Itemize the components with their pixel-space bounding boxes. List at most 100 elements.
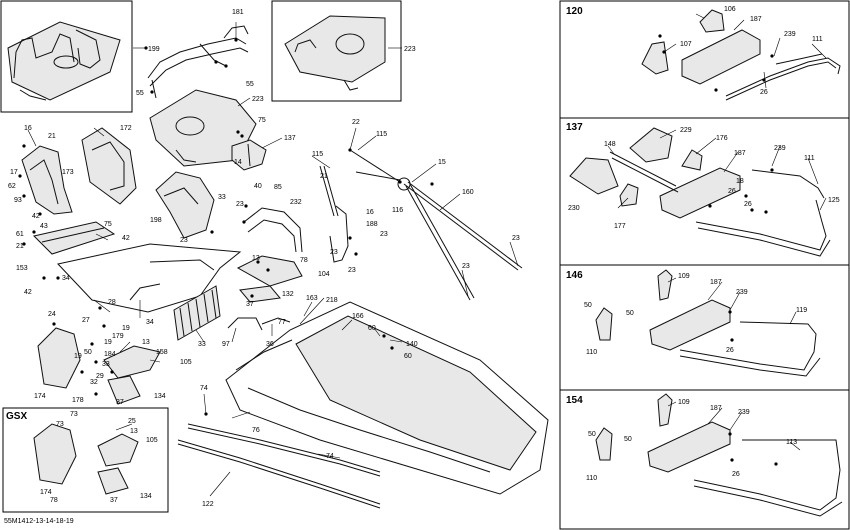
callout-36: 36 [266, 341, 274, 348]
callout-16a: 16 [24, 125, 32, 132]
callout-230: 230 [568, 205, 580, 212]
panel-154-frame [559, 389, 850, 530]
callout-37b: 37 [116, 399, 124, 406]
callout-187a: 187 [750, 16, 762, 23]
callout-177: 177 [614, 223, 626, 230]
callout-23f: 23 [512, 235, 520, 242]
callout-42a: 42 [32, 213, 40, 220]
callout-75b: 75 [104, 221, 112, 228]
callout-158: 158 [156, 349, 168, 356]
callout-40: 40 [254, 183, 262, 190]
callout-16b: 16 [366, 209, 374, 216]
callout-109b: 109 [678, 399, 690, 406]
callout-223b: 223 [252, 96, 264, 103]
callout-176: 176 [716, 135, 728, 142]
callout-76: 76 [252, 427, 260, 434]
panel-120-label: 120 [566, 6, 583, 17]
callout-13a: 13 [252, 255, 260, 262]
callout-23a: 23 [236, 201, 244, 208]
callout-104: 104 [318, 271, 330, 278]
callout-75a: 75 [258, 117, 266, 124]
callout-26c: 26 [744, 201, 752, 208]
callout-21c: 21 [320, 173, 328, 180]
part-199-drawing [7, 21, 121, 101]
panel-137-label: 137 [566, 122, 583, 133]
callout-19c: 19 [74, 353, 82, 360]
callout-60a: 60 [368, 325, 376, 332]
callout-23d: 23 [330, 249, 338, 256]
callout-13b: 13 [142, 339, 150, 346]
callout-42b: 42 [122, 235, 130, 242]
part-97-drawing [227, 317, 291, 331]
callout-33b: 33 [198, 341, 206, 348]
callout-239d: 239 [738, 409, 750, 416]
callout-97: 97 [222, 341, 230, 348]
panel-137-parts-drawing [569, 127, 831, 257]
callout-74b: 74 [326, 453, 334, 460]
callout-55b: 55 [136, 90, 144, 97]
callout-116: 116 [392, 207, 403, 214]
callout-153: 153 [16, 265, 28, 272]
part-158-drawing [173, 285, 221, 341]
callout-109a: 109 [678, 273, 690, 280]
callout-232: 232 [290, 199, 302, 206]
callout-26d: 26 [726, 347, 734, 354]
part-223-drawing [284, 15, 386, 91]
callout-115a: 115 [376, 131, 387, 138]
callout-32: 32 [90, 379, 98, 386]
callout-77: 77 [278, 319, 286, 326]
part-181-drawing [147, 25, 249, 99]
callout-33a: 33 [218, 194, 226, 201]
part-134-drawing [107, 375, 141, 405]
panel-120-parts-drawing [641, 9, 841, 101]
callout-13c: 13 [130, 428, 138, 435]
callout-106: 106 [724, 6, 736, 13]
inset-frame-199 [0, 0, 133, 113]
callout-50d: 50 [588, 431, 596, 438]
callout-199: 199 [148, 46, 160, 53]
callout-134a: 134 [154, 393, 166, 400]
callout-21a: 21 [48, 133, 56, 140]
callout-115b: 115 [312, 151, 323, 158]
callout-23e: 23 [348, 267, 356, 274]
callout-110a: 110 [586, 349, 597, 356]
callout-78b: 78 [50, 497, 58, 504]
gsx-part-105-drawing [97, 433, 139, 467]
part-122-rail-drawing [177, 439, 381, 509]
callout-181: 181 [232, 9, 244, 16]
callout-172: 172 [120, 125, 132, 132]
callout-137: 137 [284, 135, 296, 142]
callout-19a: 19 [122, 325, 130, 332]
callout-29: 29 [96, 373, 104, 380]
fastener-dots [18, 34, 778, 466]
callouts: 199 181 55 55 223 223 75 137 14 33 40 85… [8, 6, 840, 508]
callout-85: 85 [274, 184, 282, 191]
callout-27: 27 [82, 317, 90, 324]
callout-14: 14 [234, 159, 242, 166]
callout-163: 163 [306, 295, 318, 302]
callout-187c: 187 [710, 279, 722, 286]
callout-37a: 37 [246, 301, 254, 308]
callout-23b: 23 [180, 237, 188, 244]
panel-146-label: 146 [566, 270, 583, 281]
callout-132: 132 [282, 291, 294, 298]
suspension-arms-drawing [319, 149, 523, 301]
callout-42c: 42 [24, 289, 32, 296]
callout-174b: 174 [40, 489, 52, 496]
callout-15: 15 [438, 159, 446, 166]
callout-174a: 174 [34, 393, 46, 400]
callout-18: 18 [736, 178, 744, 185]
callout-239b: 239 [774, 145, 786, 152]
callout-73a: 73 [70, 411, 78, 418]
callout-93: 93 [14, 197, 22, 204]
callout-223a: 223 [404, 46, 416, 53]
callout-33c: 33 [102, 361, 110, 368]
callout-60b: 60 [404, 353, 412, 360]
callout-50b: 50 [584, 302, 592, 309]
callout-22: 22 [352, 119, 360, 126]
panel-154-parts-drawing [595, 393, 843, 517]
callout-50e: 50 [624, 436, 632, 443]
callout-78a: 78 [300, 257, 308, 264]
callout-74a: 74 [200, 385, 208, 392]
